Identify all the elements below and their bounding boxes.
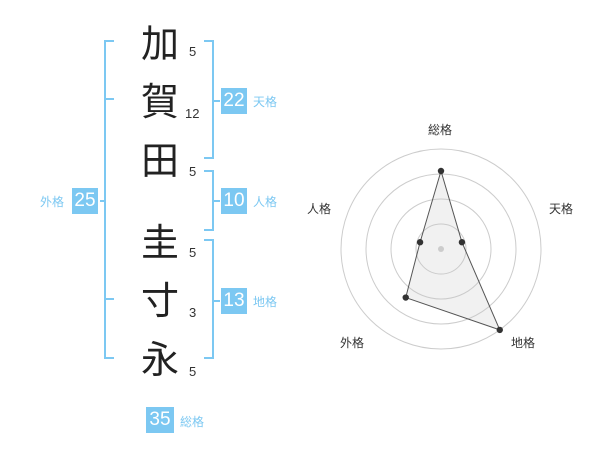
sokaku-label: 総格 [180, 415, 205, 429]
gaikaku-value: 25 [72, 188, 98, 214]
stroke-count-3: 5 [189, 164, 197, 179]
stroke-count-2: 12 [185, 106, 200, 121]
radar-point-3 [496, 326, 503, 334]
stroke-count-4: 5 [189, 245, 197, 260]
tenkaku-label: 天格 [253, 95, 278, 109]
tenkaku-bracket [204, 40, 214, 159]
gaikaku-bracket [104, 40, 114, 359]
gaikaku-label: 外格 [40, 195, 65, 209]
radar-axis-label-jinkaku: 人格 [307, 202, 332, 216]
radar-axis-label-gaikaku: 外格 [340, 336, 365, 350]
chikaku-value: 13 [221, 288, 247, 314]
name-char-4: 圭 [140, 221, 179, 265]
jinkaku-value: 10 [221, 188, 247, 214]
radar-center [438, 246, 444, 252]
stroke-count-1: 5 [189, 44, 197, 59]
name-char-6: 永 [140, 338, 179, 382]
name-char-3: 田 [140, 139, 179, 183]
radar-ring-4 [340, 148, 542, 350]
radar-point-5 [416, 239, 424, 246]
stroke-count-5: 3 [189, 305, 197, 320]
radar-axis-label-sokaku: 総格 [428, 123, 453, 137]
radar-polygon [405, 169, 501, 331]
radar-point-2 [458, 239, 466, 246]
radar-axis-label-chikaku: 地格 [511, 336, 536, 350]
radar-ring-1 [415, 223, 467, 275]
tenkaku-value: 22 [221, 88, 247, 114]
name-char-5: 寸 [140, 279, 179, 323]
radar-axis-label-tenkaku: 天格 [549, 202, 574, 216]
chikaku-bracket [204, 239, 214, 359]
sokaku-value: 35 [146, 407, 174, 433]
radar-point-4 [402, 294, 409, 301]
radar-point-1 [437, 167, 445, 175]
jinkaku-label: 人格 [253, 195, 278, 209]
radar-ring-2 [390, 198, 492, 300]
name-char-2: 賀 [140, 80, 179, 124]
stroke-count-6: 5 [189, 364, 197, 379]
name-char-1: 加 [140, 22, 179, 66]
chikaku-label: 地格 [253, 295, 278, 309]
